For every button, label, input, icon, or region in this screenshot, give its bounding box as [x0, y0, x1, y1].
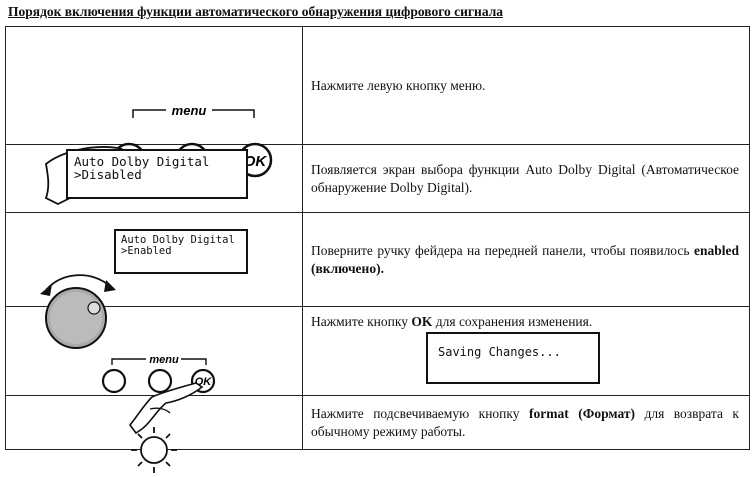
step-2-illustration: Auto Dolby Digital >Disabled: [6, 145, 303, 213]
lcd-line-2: >Enabled: [121, 246, 246, 257]
step-row-5: Нажмите подсвечиваемую кнопку format (Фо…: [6, 396, 750, 450]
lit-format-button-icon: [141, 437, 167, 463]
step-2-text: Появляется экран выбора функции Auto Dol…: [303, 145, 750, 213]
menu-label: menu: [172, 103, 207, 118]
step-3-text-plain: Поверните ручку фейдера на передней пане…: [311, 243, 694, 258]
step-row-1: menu OK Нажмите левую кнопку меню.: [6, 27, 750, 145]
lcd-line-2: >Disabled: [74, 168, 246, 181]
step-4-text-bold: OK: [411, 314, 432, 329]
step-3-illustration: Auto Dolby Digital >Enabled: [6, 213, 303, 307]
step-4-text-plain-end: для сохранения изменения.: [432, 314, 592, 329]
lcd-display: Auto Dolby Digital >Enabled: [114, 229, 248, 274]
step-row-2: Auto Dolby Digital >Disabled Появляется …: [6, 145, 750, 213]
lcd-display: Auto Dolby Digital >Disabled: [66, 149, 248, 199]
step-row-4: menu OK Нажмите кнопку OK для сохранения…: [6, 307, 750, 396]
instruction-table: menu OK Нажмите левую кнопку меню. Auto …: [5, 26, 750, 450]
rotate-right-arrow-icon: [104, 280, 116, 292]
menu-label: menu: [149, 354, 179, 366]
step-5-illustration: [6, 396, 303, 450]
left-menu-button: [103, 370, 125, 392]
lcd-display: Saving Changes...: [426, 332, 600, 384]
format-button-illustration: [6, 423, 302, 477]
right-menu-button: [149, 370, 171, 392]
step-1-text: Нажмите левую кнопку меню.: [303, 27, 750, 145]
step-4-text-plain: Нажмите кнопку: [311, 314, 411, 329]
rotate-left-arrow-icon: [40, 284, 52, 296]
step-3-text: Поверните ручку фейдера на передней пане…: [303, 213, 750, 307]
lcd-line-1: Saving Changes...: [438, 346, 598, 359]
step-4-text: Нажмите кнопку OK для сохранения изменен…: [303, 307, 750, 396]
step-5-text-plain: Нажмите подсвечиваемую кнопку: [311, 406, 529, 421]
step-5-text-bold: format (Формат): [529, 406, 635, 421]
step-row-3: Auto Dolby Digital >Enabled Поверните ру…: [6, 213, 750, 307]
step-5-text: Нажмите подсвечиваемую кнопку format (Фо…: [303, 396, 750, 450]
step-4-illustration: menu OK: [6, 307, 303, 396]
page-title: Порядок включения функции автоматическог…: [8, 4, 503, 20]
step-1-illustration: menu OK: [6, 27, 303, 145]
